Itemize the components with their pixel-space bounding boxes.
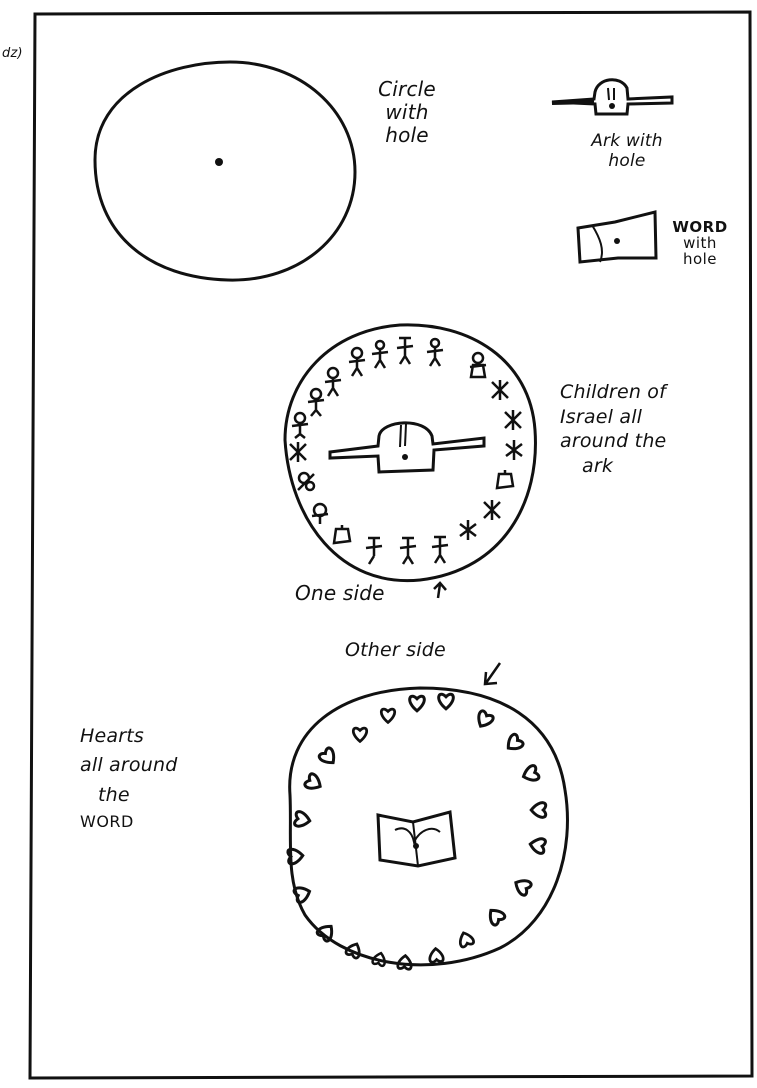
child-figure-icon [432, 537, 448, 563]
children-label: Children of Israel all around the ark [560, 380, 710, 479]
child-figure-icon [397, 338, 413, 364]
child-figure-icon [506, 440, 522, 460]
child-figure-icon [492, 380, 508, 400]
heart-icon [293, 884, 312, 903]
heart-icon [531, 803, 546, 818]
heart-icon [318, 747, 339, 768]
children-figures [290, 338, 522, 564]
children-label-line: Children of [560, 380, 710, 405]
heart-icon [485, 906, 506, 927]
children-label-line: ark [560, 454, 710, 479]
one-side-label: One side [295, 582, 385, 605]
heart-icon [521, 765, 540, 784]
other-side-label: Other side [345, 640, 446, 662]
child-figure-icon [460, 520, 476, 540]
circle-label-line: Circle [362, 78, 452, 101]
child-figure-icon [312, 504, 328, 524]
children-label-line: Israel all [560, 405, 710, 430]
child-figure-icon [325, 368, 341, 396]
page-border [30, 12, 752, 1078]
child-figure-icon [366, 538, 382, 564]
heart-icon [381, 709, 394, 722]
arrow-icon [434, 583, 446, 598]
heart-icon [512, 876, 532, 896]
child-figure-icon [427, 339, 443, 366]
heart-icon [410, 696, 425, 711]
heart-icon [457, 931, 474, 948]
child-figure-icon [484, 500, 500, 520]
hearts-label-line: WORD [80, 810, 250, 835]
hearts-label-line: all around [80, 751, 250, 780]
central-book-icon [378, 812, 455, 866]
ark-label: Ark with hole [572, 132, 682, 171]
child-figure-icon [470, 353, 486, 377]
child-figure-icon [308, 389, 324, 416]
child-figure-icon [497, 470, 513, 488]
central-ark-icon [330, 423, 484, 472]
child-figure-icon [400, 538, 416, 564]
heart-icon [288, 848, 304, 864]
ark-label-line: hole [572, 152, 682, 172]
heart-icon [529, 837, 546, 854]
ark-label-line: Ark with [572, 132, 682, 152]
heart-icon [474, 710, 494, 730]
word-label-line: hole [662, 252, 738, 268]
corner-mark: dz) [2, 47, 23, 62]
heart-icon [429, 948, 444, 962]
child-figure-icon [292, 413, 308, 438]
heart-icon [304, 773, 324, 793]
circle-label-line: with [362, 101, 452, 124]
heart-icon [294, 811, 311, 828]
ark-icon [552, 80, 672, 114]
heart-icon [398, 955, 413, 969]
child-figure-icon [334, 525, 350, 543]
circle-label: Circle with hole [362, 78, 452, 147]
children-label-line: around the [560, 429, 710, 454]
child-figure-icon [349, 348, 365, 376]
circle-label-line: hole [362, 124, 452, 147]
word-label: WORD with hole [662, 220, 738, 267]
hearts-label: Hearts all around the WORD [80, 722, 250, 835]
hearts-label-line: Hearts [80, 722, 250, 751]
circle-hole [215, 158, 223, 166]
child-figure-icon [290, 442, 306, 462]
plain-circle [95, 62, 355, 280]
heart-icon [353, 728, 366, 741]
heart-icon [504, 733, 525, 754]
hearts-circle [290, 688, 568, 965]
hearts-ring [288, 694, 546, 969]
book-icon [578, 212, 656, 262]
heart-icon [439, 694, 454, 709]
arrow-icon [485, 663, 500, 684]
child-figure-icon [505, 410, 521, 430]
child-figure-icon [372, 341, 388, 368]
child-figure-icon [298, 473, 314, 490]
hearts-label-line: the [80, 781, 250, 810]
